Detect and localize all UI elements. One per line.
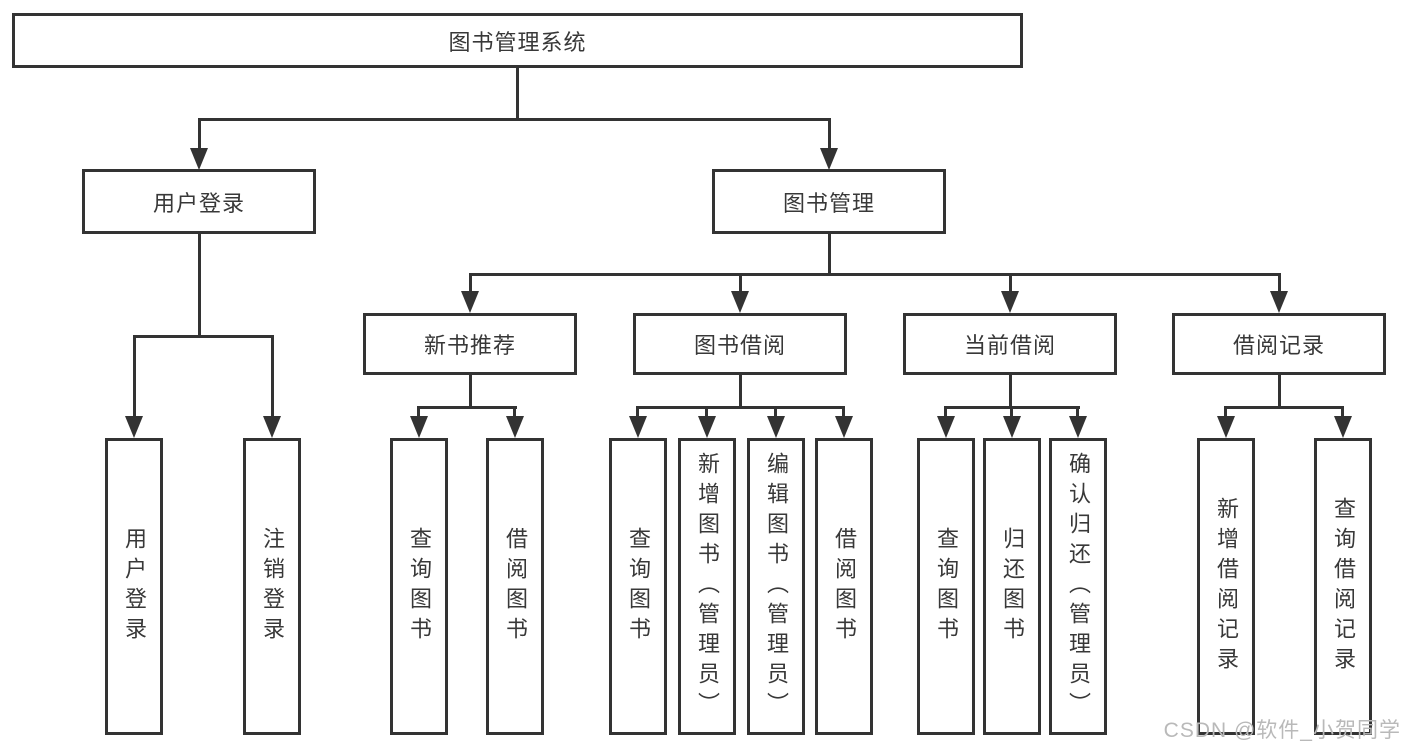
csdn-watermark: CSDN @软件_小贺同学 [1163,719,1401,742]
connector-line [1278,373,1281,409]
arrow-down-icon [190,148,208,170]
node-library-management-system: 图书管理系统 [12,13,1023,68]
connector-line [1278,273,1281,295]
leaf-nb-borrow-books: 借阅图书 [486,438,544,735]
connector-line [513,406,516,420]
connector-line [1076,406,1079,420]
connector-line [198,232,201,337]
connector-line [944,406,947,420]
connector-line [705,406,708,420]
arrow-down-icon [125,416,143,438]
connector-line [1010,406,1013,420]
connector-line [739,273,742,295]
arrow-down-icon [731,291,749,313]
arrow-down-icon [461,291,479,313]
leaf-bb-add-books-admin: 新增图书（管理员） [678,438,736,735]
arrow-down-icon [1001,291,1019,313]
connector-line [636,406,639,420]
connector-line [842,406,845,420]
leaf-nb-query-books: 查询图书 [390,438,448,735]
connector-line [1224,406,1227,420]
arrow-down-icon [820,148,838,170]
connector-line [1224,406,1344,409]
connector-line [774,406,777,420]
leaf-bb-borrow-books: 借阅图书 [815,438,873,735]
leaf-br-add-record: 新增借阅记录 [1197,438,1255,735]
connector-line [469,373,472,409]
connector-line [417,406,420,420]
leaf-user-login: 用户登录 [105,438,163,735]
arrow-down-icon [1217,416,1235,438]
leaf-cb-confirm-return-admin: 确认归还（管理员） [1049,438,1107,735]
connector-line [636,406,845,409]
connector-line [198,118,201,152]
connector-line [469,273,472,295]
leaf-logout: 注销登录 [243,438,301,735]
arrow-down-icon [506,416,524,438]
connector-line [1341,406,1344,420]
connector-line [828,118,831,152]
connector-line [417,406,517,409]
connector-line [516,66,519,120]
node-new-book-recommend: 新书推荐 [363,313,577,375]
arrow-down-icon [263,416,281,438]
connector-line [739,373,742,409]
arrow-down-icon [1270,291,1288,313]
arrow-down-icon [1334,416,1352,438]
arrow-down-icon [410,416,428,438]
leaf-bb-query-books: 查询图书 [609,438,667,735]
arrow-down-icon [937,416,955,438]
arrow-down-icon [1003,416,1021,438]
connector-line [133,335,274,338]
connector-line [198,118,831,121]
arrow-down-icon [698,416,716,438]
node-user-login: 用户登录 [82,169,316,234]
node-book-borrow: 图书借阅 [633,313,847,375]
connector-line [828,232,831,275]
leaf-cb-return-books: 归还图书 [983,438,1041,735]
arrow-down-icon [835,416,853,438]
connector-line [1009,273,1012,295]
connector-line [469,273,1281,276]
leaf-bb-edit-books-admin: 编辑图书（管理员） [747,438,805,735]
connector-line [271,335,274,420]
arrow-down-icon [629,416,647,438]
node-book-management: 图书管理 [712,169,946,234]
node-borrow-record: 借阅记录 [1172,313,1386,375]
connector-line [1009,373,1012,409]
connector-line [133,335,136,420]
arrow-down-icon [767,416,785,438]
arrow-down-icon [1069,416,1087,438]
leaf-cb-query-books: 查询图书 [917,438,975,735]
node-current-borrow: 当前借阅 [903,313,1117,375]
leaf-br-query-record: 查询借阅记录 [1314,438,1372,735]
